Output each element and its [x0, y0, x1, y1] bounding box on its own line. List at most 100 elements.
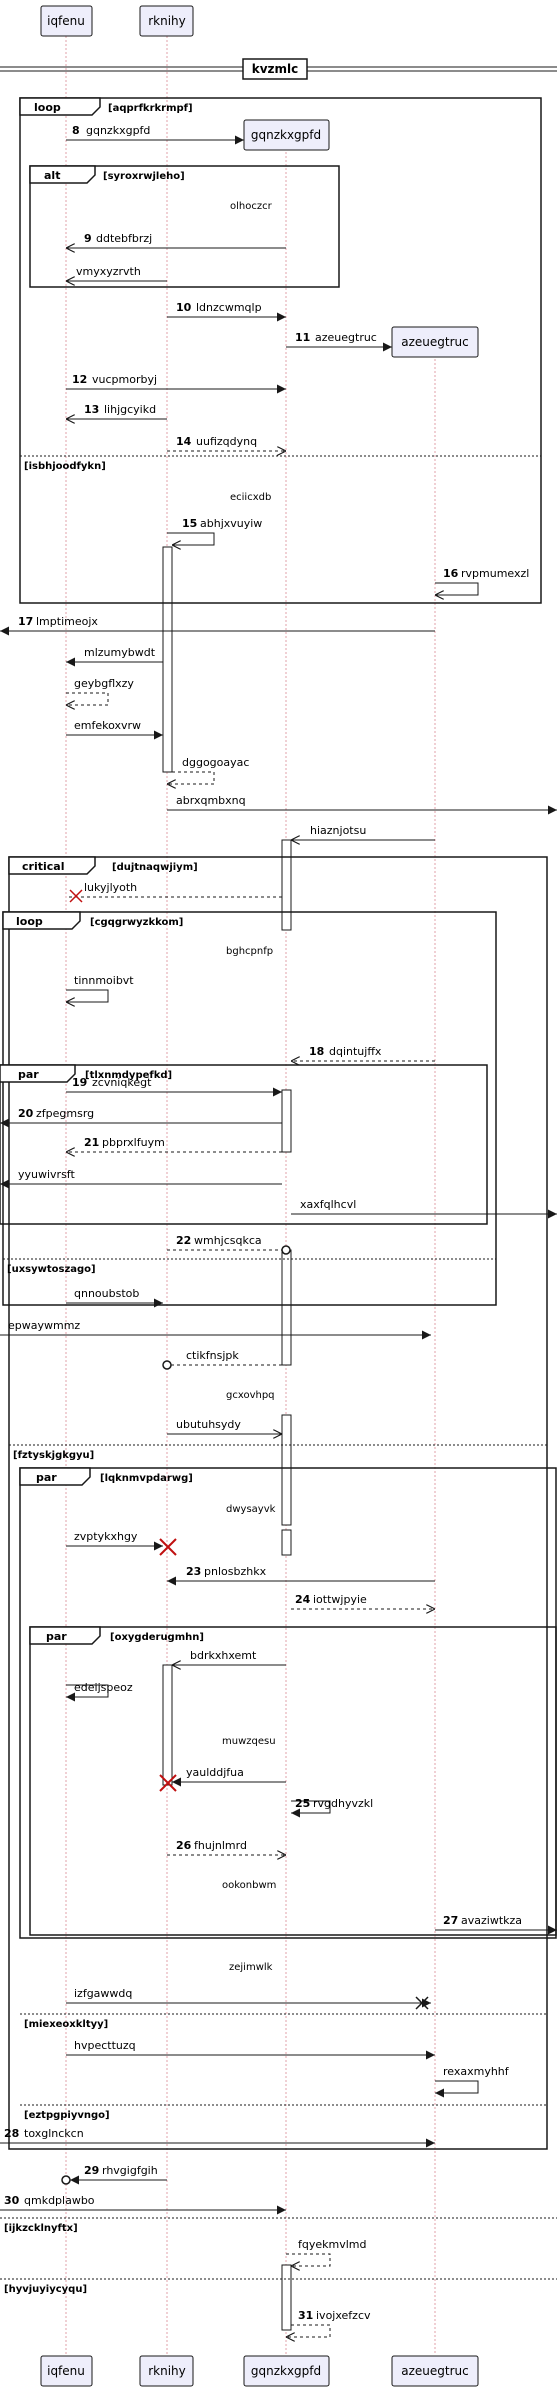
section-label: [fztyskjgkgyu]	[13, 1450, 94, 1461]
svg-text:loop: loop	[34, 101, 61, 114]
message-label: pnlosbzhkx	[204, 1565, 267, 1578]
participant-iqfenu-bottom[interactable]: iqfenu	[40, 2355, 93, 2387]
message-label: qmkdplawbo	[24, 2194, 95, 2207]
svg-text:gqnzkxgpfd: gqnzkxgpfd	[251, 128, 321, 142]
svg-text:[lqknmvpdarwg]: [lqknmvpdarwg]	[100, 1473, 193, 1484]
svg-text:9: 9	[84, 232, 92, 245]
participant-iqfenu[interactable]: iqfenu	[40, 5, 93, 37]
svg-text:17: 17	[18, 615, 33, 628]
note: olhoczcr	[230, 201, 273, 212]
found-circle-icon	[281, 1245, 291, 1255]
frame-par-oxygderugmhn: par [oxygderugmhn]	[29, 1626, 204, 1645]
message-label: tinnmoibvt	[74, 974, 134, 987]
svg-text:28: 28	[4, 2127, 19, 2140]
message-label: vmyxyzrvth	[76, 265, 141, 278]
note: ookonbwm	[222, 1880, 276, 1891]
svg-text:25: 25	[295, 1797, 310, 1810]
svg-text:21: 21	[84, 1136, 99, 1149]
lifelines	[65, 36, 436, 2355]
section-label: [hyvjuyiycyqu]	[4, 2284, 87, 2295]
message-label: avaziwtkza	[461, 1914, 522, 1927]
svg-text:[oxygderugmhn]: [oxygderugmhn]	[110, 1632, 204, 1643]
svg-text:[cgqgrwyzkkom]: [cgqgrwyzkkom]	[90, 917, 183, 928]
svg-text:16: 16	[443, 567, 459, 580]
svg-text:29: 29	[84, 2164, 99, 2177]
svg-text:11: 11	[295, 331, 310, 344]
participant-azeuegtruc-bottom[interactable]: azeuegtruc	[391, 2355, 479, 2387]
svg-text:par: par	[36, 1471, 57, 1484]
svg-text:[syroxrwjleho]: [syroxrwjleho]	[103, 171, 185, 182]
svg-text:gqnzkxgpfd: gqnzkxgpfd	[251, 2364, 321, 2378]
note: gcxovhpq	[226, 1390, 275, 1401]
found-circle-icon	[61, 2175, 71, 2185]
message-label: dqintujffx	[329, 1045, 382, 1058]
frame-loop-cgqgrwyzkkom: loop [cgqgrwyzkkom]	[2, 911, 183, 930]
frame-par-tlxnmdypefkd: par [tlxnmdypefkd]	[0, 1064, 172, 1083]
message-label: azeuegtruc	[315, 331, 377, 344]
section-labels: [isbhjoodfykn] [uxsywtoszago] [fztyskjgk…	[4, 461, 110, 2295]
messages	[0, 135, 557, 2337]
message-label: ivojxefzcv	[316, 2309, 371, 2322]
svg-text:[aqprfkrkrmpf]: [aqprfkrkrmpf]	[108, 103, 193, 114]
svg-text:31: 31	[298, 2309, 313, 2322]
message-label: iottwjpyie	[313, 1593, 367, 1606]
message-label: edeijspeoz	[74, 1681, 133, 1694]
section-label: [miexeoxkltyy]	[24, 2019, 108, 2030]
message-label: bdrkxhxemt	[190, 1649, 257, 1662]
participant-azeuegtruc[interactable]: azeuegtruc	[391, 326, 479, 358]
message-label: ctikfnsjpk	[186, 1349, 239, 1362]
svg-text:15: 15	[182, 517, 197, 530]
participants-top: iqfenu rknihy gqnzkxgpfd azeuegtruc	[40, 5, 479, 358]
message-label: rvpmumexzl	[461, 567, 529, 580]
message-label: uufizqdynq	[196, 435, 257, 448]
message-label: vucpmorbyj	[92, 373, 157, 386]
message-label: yyuwivrsft	[18, 1168, 75, 1181]
message-label: izfgawwdq	[74, 1987, 132, 2000]
message-label: zcvniqkegt	[92, 1076, 152, 1089]
svg-text:rknihy: rknihy	[148, 14, 186, 28]
message-label: qnnoubstob	[74, 1287, 139, 1300]
participant-rknihy[interactable]: rknihy	[139, 5, 194, 37]
message-label: mlzumybwdt	[84, 646, 156, 659]
section-separators	[0, 455, 557, 2280]
svg-text:13: 13	[84, 403, 99, 416]
frame-alt-syroxrwjleho: alt [syroxrwjleho]	[29, 165, 185, 184]
svg-text:par: par	[18, 1068, 39, 1081]
participant-gqnzkxgpfd-bottom[interactable]: gqnzkxgpfd	[243, 2355, 330, 2387]
note: bghcpnfp	[226, 946, 273, 957]
message-label: lihjgcyikd	[104, 403, 156, 416]
svg-text:14: 14	[176, 435, 192, 448]
destroy-x-icon	[415, 1996, 429, 2010]
message-label: ddtebfbrzj	[96, 232, 152, 245]
svg-text:20: 20	[18, 1107, 34, 1120]
svg-text:critical: critical	[22, 860, 64, 873]
message-label: lmptimeojx	[36, 615, 98, 628]
svg-text:19: 19	[72, 1076, 87, 1089]
section-label: [isbhjoodfykn]	[24, 461, 106, 472]
svg-text:8: 8	[72, 124, 80, 137]
destroy-x-icon	[159, 1774, 177, 1792]
message-label: ldnzcwmqlp	[196, 301, 262, 314]
svg-text:[dujtnaqwjiym]: [dujtnaqwjiym]	[112, 862, 198, 873]
message-label: epwaywmmz	[8, 1319, 80, 1332]
svg-text:azeuegtruc: azeuegtruc	[401, 335, 468, 349]
section-label: [uxsywtoszago]	[7, 1264, 96, 1275]
lost-circle-icon	[162, 1360, 172, 1370]
participant-rknihy-bottom[interactable]: rknihy	[139, 2355, 194, 2387]
svg-text:27: 27	[443, 1914, 458, 1927]
message-label: fqyekmvlmd	[298, 2238, 366, 2251]
section-label: [ijkzcklnyftx]	[4, 2223, 78, 2234]
message-label: wmhjcsqkca	[194, 1234, 262, 1247]
participant-gqnzkxgpfd[interactable]: gqnzkxgpfd	[243, 119, 330, 151]
message-label: emfekoxvrw	[74, 719, 141, 732]
markers	[61, 889, 429, 2185]
message-label: ubutuhsydy	[176, 1418, 241, 1431]
frame-tabs: loop [aqprfkrkrmpf] alt [syroxrwjleho] c…	[0, 97, 204, 1645]
divider: kvzmlc	[0, 58, 557, 80]
svg-text:22: 22	[176, 1234, 191, 1247]
svg-text:iqfenu: iqfenu	[47, 14, 85, 28]
message-label: xaxfqlhcvl	[300, 1198, 356, 1211]
svg-text:30: 30	[4, 2194, 20, 2207]
svg-text:18: 18	[309, 1045, 324, 1058]
